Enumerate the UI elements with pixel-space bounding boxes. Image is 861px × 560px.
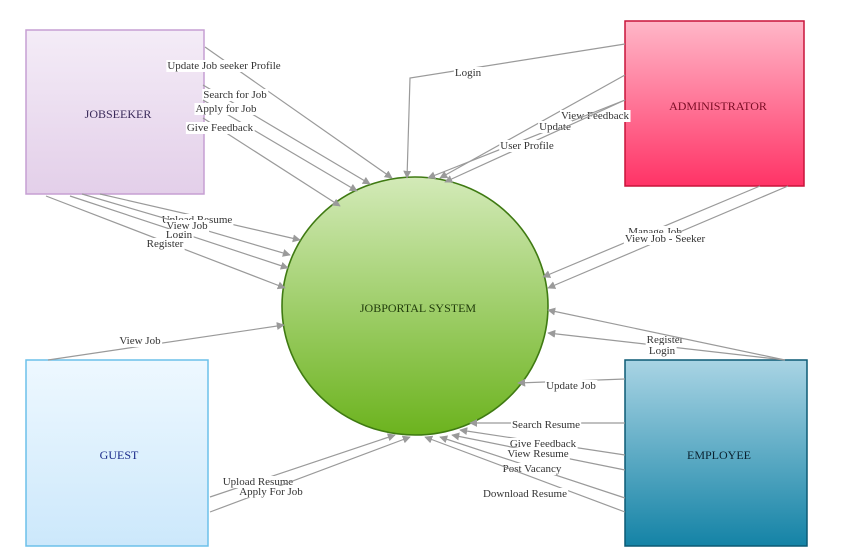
edge-js-register: Register — [45, 195, 286, 290]
edge-label-bg — [202, 89, 269, 101]
edge-js-search-job: Search for Job — [202, 84, 371, 185]
node-jobseeker: JOBSEEKER — [25, 29, 205, 195]
node-employee: EMPLOYEE — [624, 359, 808, 547]
edge-line — [547, 307, 786, 361]
edge-label-bg — [238, 486, 305, 498]
edge-label-bg — [221, 476, 295, 488]
edge-line — [202, 84, 371, 185]
edge-label-bg — [623, 233, 707, 245]
edge-emp-give-feedback: Give Feedback — [459, 427, 626, 456]
edge-label: Login — [649, 345, 676, 357]
edge-label: Give Feedback — [187, 122, 254, 134]
node-employee-label: EMPLOYEE — [687, 448, 751, 462]
edge-label-bg — [647, 345, 677, 357]
edge-admin-user-profile: User Profile — [444, 99, 626, 183]
node-system: JOBPORTAL SYSTEM — [281, 176, 549, 436]
edge-emp-download-resume: Download Resume — [424, 435, 626, 513]
edge-label: Apply For Job — [239, 486, 303, 498]
edge-label: Apply for Job — [195, 103, 257, 115]
edge-label: Upload Resume — [223, 476, 294, 488]
edge-js-apply-job: Apply for Job — [194, 99, 358, 192]
edge-label-bg — [118, 335, 163, 347]
edge-js-upload-resume: Upload Resume — [99, 193, 301, 243]
edge-emp-search-resume: Search Resume — [469, 419, 625, 431]
edge-admin-view-job-seeker: View Job - Seeker — [547, 185, 789, 289]
edge-line — [427, 99, 626, 180]
edge-label: User Profile — [500, 140, 554, 152]
edge-label-bg — [499, 140, 555, 152]
edge-label: Give Feedback — [510, 438, 577, 450]
edge-line — [403, 43, 626, 179]
edge-js-view-job: View Job — [81, 193, 291, 257]
edge-emp-view-resume: View Resume — [451, 432, 626, 471]
edge-js-give-feedback: Give Feedback — [185, 117, 341, 207]
edge-guest-apply-job: Apply For Job — [209, 435, 411, 513]
edge-emp-update-job: Update Job — [517, 378, 626, 392]
edge-label: Register — [147, 238, 184, 250]
node-guest: GUEST — [25, 359, 209, 547]
edge-label-bg — [510, 419, 582, 431]
edge-label: Update Job seeker Profile — [167, 60, 280, 72]
edge-label-bg — [185, 122, 255, 134]
edge-admin-update: Update — [427, 99, 626, 180]
edge-line — [209, 435, 411, 513]
edge-label-bg — [506, 448, 570, 460]
edge-js-login: Login — [69, 195, 289, 270]
edge-label-bg — [145, 238, 185, 250]
edge-label: Update — [539, 121, 571, 133]
edge-emp-login: Login — [547, 307, 786, 361]
edge-label: View Resume — [507, 448, 568, 460]
edge-label-bg — [481, 488, 569, 500]
edge-guest-upload-resume: Upload Resume — [209, 433, 396, 498]
node-administrator: ADMINISTRATOR — [624, 20, 805, 187]
node-system-label: JOBPORTAL SYSTEM — [360, 301, 477, 315]
edge-line — [202, 99, 358, 192]
node-administrator-label: ADMINISTRATOR — [669, 99, 767, 113]
edge-admin-manage-job: Manage Job — [542, 185, 761, 278]
edge-label: Download Resume — [483, 488, 567, 500]
edge-label-bg — [194, 103, 259, 115]
edge-label-bg — [508, 438, 578, 450]
edge-line — [424, 435, 626, 513]
node-jobseeker-label: JOBSEEKER — [85, 107, 152, 121]
node-guest-label: GUEST — [100, 448, 139, 462]
edge-label-bg — [545, 380, 598, 392]
edge-label-bg — [166, 60, 282, 72]
edge-line — [47, 322, 285, 361]
edge-label: Login — [455, 67, 482, 79]
edge-label: Search for Job — [203, 89, 267, 101]
edge-label: View Job — [119, 335, 161, 347]
edge-guest-view-job: View Job — [47, 322, 285, 361]
edge-admin-login: Login — [403, 43, 626, 179]
edge-label-bg — [453, 67, 483, 79]
edge-label: View Job - Seeker — [625, 233, 706, 245]
edge-label: Update Job — [546, 380, 596, 392]
edge-label-bg — [538, 121, 572, 133]
edge-label: Search Resume — [512, 419, 580, 431]
edge-js-update-profile: Update Job seeker Profile — [166, 46, 393, 179]
